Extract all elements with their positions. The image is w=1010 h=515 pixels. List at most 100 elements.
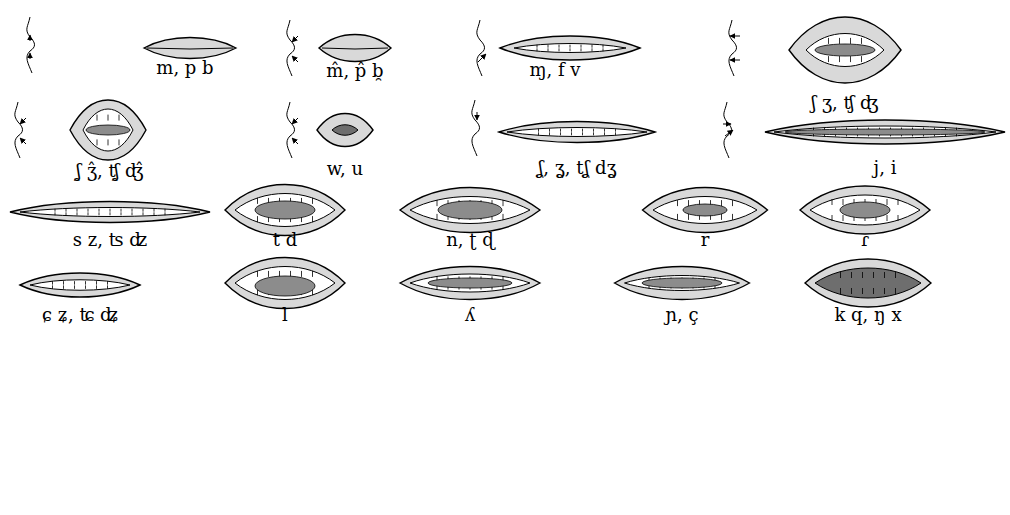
tooth-line: [52, 285, 53, 289]
tooth-line: [143, 209, 144, 212]
lip-line: [322, 48, 388, 49]
tooth-line: [603, 45, 604, 48]
tooth-line: [538, 129, 539, 132]
tongue: [683, 204, 727, 216]
tooth-line: [257, 216, 258, 222]
tooth-line: [312, 216, 313, 222]
movement-arrow: [20, 138, 26, 144]
tooth-line: [887, 199, 888, 205]
tooth-line: [677, 200, 678, 206]
tooth-line: [66, 209, 67, 212]
tooth-line: [862, 288, 863, 294]
tooth-line: [77, 212, 78, 215]
tooth-line: [861, 38, 862, 44]
movement-arrow: [477, 112, 478, 120]
tooth-line: [549, 132, 550, 135]
tooth-line: [604, 132, 605, 135]
tooth-line: [603, 48, 604, 51]
lips: [70, 100, 146, 160]
mouth-opening: [815, 268, 921, 298]
tooth-line: [832, 199, 833, 205]
movement-arrow: [730, 60, 740, 61]
tooth-line: [615, 129, 616, 132]
lips: [319, 35, 391, 62]
tooth-line: [312, 271, 313, 277]
tooth-line: [537, 45, 538, 48]
phoneme-label: r: [701, 229, 710, 251]
movement-arrow: [723, 124, 731, 125]
movement-arrow: [292, 56, 298, 62]
tooth-line: [88, 212, 89, 215]
tooth-line: [832, 215, 833, 221]
phoneme-label: ɱ, f v: [529, 59, 580, 81]
tongue: [255, 201, 315, 219]
tooth-line: [165, 212, 166, 215]
mouth-opening: [514, 44, 626, 53]
tooth-line: [873, 288, 874, 294]
lips: [10, 202, 210, 223]
tooth-line: [884, 288, 885, 294]
mouth-opening: [410, 274, 530, 292]
tooth-line: [77, 209, 78, 212]
tooth-line: [688, 214, 689, 220]
tooth-line: [721, 214, 722, 220]
lip-line: [147, 48, 233, 49]
tooth-line: [887, 215, 888, 221]
tooth-line: [593, 132, 594, 135]
phoneme-label: w, u: [327, 158, 363, 180]
lips: [400, 188, 540, 233]
tooth-line: [99, 209, 100, 212]
lips: [144, 38, 236, 59]
lips: [800, 186, 930, 234]
tooth-line: [257, 271, 258, 277]
mouth-opening: [235, 267, 335, 300]
tooth-line: [85, 285, 86, 289]
tooth-line: [884, 272, 885, 278]
tongue: [642, 278, 722, 288]
tooth-line: [895, 288, 896, 294]
tooth-line: [119, 139, 120, 145]
phoneme-label: ɕ ʑ, ʨ ʥ: [42, 304, 118, 326]
tooth-line: [843, 199, 844, 205]
tooth-line: [52, 281, 53, 285]
tooth-line: [97, 115, 98, 121]
lips: [615, 267, 750, 300]
movement-arrow: [30, 35, 31, 41]
tongue: [840, 202, 890, 218]
lips: [400, 267, 540, 300]
tooth-line: [615, 132, 616, 135]
tooth-line: [840, 288, 841, 294]
tooth-line: [537, 48, 538, 51]
tooth-line: [110, 212, 111, 215]
tooth-line: [581, 48, 582, 51]
lip-profile: [724, 102, 732, 158]
tooth-line: [110, 209, 111, 212]
mouth-opening: [30, 280, 130, 291]
tooth-line: [828, 38, 829, 44]
phoneme-label: m̂, p̂ b̯: [326, 60, 383, 82]
tooth-line: [63, 281, 64, 285]
tooth-line: [721, 200, 722, 206]
tooth-line: [74, 281, 75, 285]
movement-arrow: [20, 118, 26, 124]
tooth-line: [604, 129, 605, 132]
mouth-opening: [625, 276, 740, 291]
tooth-line: [843, 215, 844, 221]
lips: [805, 259, 931, 307]
tooth-line: [851, 288, 852, 294]
movement-arrow: [292, 118, 298, 124]
lip-profile: [287, 102, 295, 158]
lip-profile: [27, 17, 35, 73]
lip-profile: [287, 20, 295, 76]
tooth-line: [312, 198, 313, 204]
tooth-line: [581, 45, 582, 48]
phoneme-label: j, i: [874, 157, 897, 179]
mouth-opening: [235, 194, 335, 227]
tooth-line: [132, 212, 133, 215]
tooth-line: [268, 271, 269, 277]
tooth-line: [850, 56, 851, 62]
tooth-line: [593, 129, 594, 132]
tooth-line: [88, 209, 89, 212]
phoneme-label: k q, ŋ x: [834, 304, 901, 326]
